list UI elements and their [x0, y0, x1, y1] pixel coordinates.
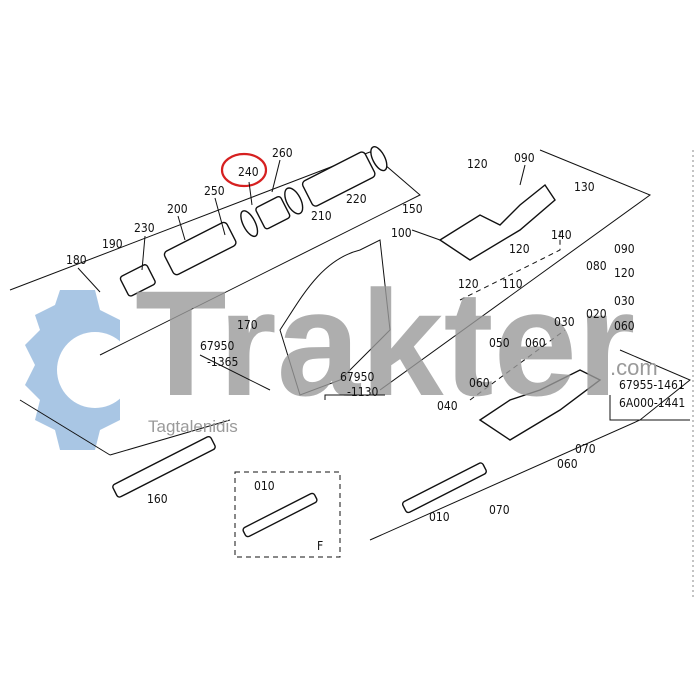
part-label: 070 — [489, 503, 510, 517]
ref-label: 67955-1461 — [619, 378, 685, 392]
ref-label: 67950 — [200, 339, 234, 353]
part-label: 080 — [586, 259, 607, 273]
part-label: 160 — [147, 492, 168, 506]
watermark-domain: .com — [610, 355, 658, 380]
part-label: 040 — [437, 399, 458, 413]
part-label-240: 240 — [238, 165, 259, 179]
part-label: 130 — [574, 180, 595, 194]
part-label: 010 — [429, 510, 450, 524]
part-label: 100 — [391, 226, 412, 240]
part-label: 110 — [502, 277, 523, 291]
part-label: 060 — [557, 457, 578, 471]
part-label: 090 — [614, 242, 635, 256]
part-label: 030 — [614, 294, 635, 308]
part-label: 070 — [575, 442, 596, 456]
part-label: 010 — [254, 479, 275, 493]
ref-label: 6A000-1441 — [619, 396, 685, 410]
part-label: 020 — [586, 307, 607, 321]
part-label: 120 — [509, 242, 530, 256]
part-label: 060 — [614, 319, 635, 333]
part-label: 060 — [469, 376, 490, 390]
detail-label: F — [317, 539, 323, 553]
part-label: 060 — [525, 336, 546, 350]
part-label: 150 — [402, 202, 423, 216]
shaft-parts — [112, 146, 602, 538]
watermark-brand: Trakter — [135, 259, 635, 427]
part-label: 180 — [66, 253, 87, 267]
part-label: 120 — [614, 266, 635, 280]
ref-label: -1130 — [347, 385, 378, 399]
assembly-outlines — [9, 149, 694, 600]
part-label: 090 — [514, 151, 535, 165]
part-label: 050 — [489, 336, 510, 350]
part-label: 210 — [311, 209, 332, 223]
part-label: 170 — [237, 318, 258, 332]
part-label: 230 — [134, 221, 155, 235]
part-labels: 240 260 250 200 230 190 180 220 210 120 … — [66, 146, 685, 553]
part-label: 140 — [551, 228, 572, 242]
part-label: 120 — [467, 157, 488, 171]
part-label: 220 — [346, 192, 367, 206]
part-label: 030 — [554, 315, 575, 329]
part-label: 250 — [204, 184, 225, 198]
ref-label: -1365 — [207, 355, 238, 369]
part-label: 190 — [102, 237, 123, 251]
watermark-owner: Tagtalenidis — [148, 417, 238, 436]
ref-label: 67950 — [340, 370, 374, 384]
gear-logo-icon — [25, 290, 133, 450]
leader-lines — [77, 159, 690, 421]
part-label: 120 — [458, 277, 479, 291]
highlight-circle — [220, 152, 268, 188]
part-label: 260 — [272, 146, 293, 160]
part-label: 200 — [167, 202, 188, 216]
